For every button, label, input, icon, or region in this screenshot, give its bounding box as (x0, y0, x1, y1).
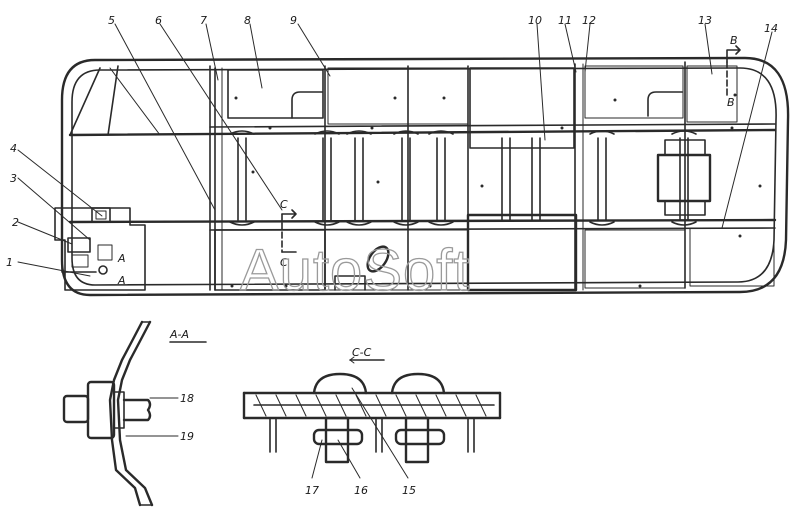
mark-a-upper: A (117, 252, 126, 265)
section-cc-view (242, 356, 502, 479)
aa-bolt-shank (62, 394, 90, 424)
panel-14 (689, 227, 775, 287)
tube-caps (229, 130, 697, 226)
cc-bolt-head-right (390, 372, 446, 395)
mark-b-lower: B (727, 96, 735, 109)
cc-title-arrow (349, 356, 355, 364)
callout-16: 16 (354, 484, 368, 497)
front-strut-left (69, 67, 101, 136)
aa-washer (113, 391, 125, 429)
tank-flange (664, 139, 706, 216)
cc-leader-16 (337, 439, 361, 479)
callout-18: 18 (180, 392, 194, 405)
mark-c-upper: C (280, 198, 288, 211)
callout-9: 9 (290, 14, 297, 27)
callout-10: 10 (528, 14, 542, 27)
callout-4: 4 (10, 142, 17, 155)
body-inner-outline (71, 67, 777, 286)
callout-14: 14 (764, 22, 778, 35)
watermark: AutoSoft (240, 238, 470, 303)
mark-b-upper: B (730, 34, 738, 47)
callout-6: 6 (155, 14, 162, 27)
callout-1: 1 (6, 256, 13, 269)
oval-opening (366, 245, 390, 273)
cc-bracket-mid (375, 417, 383, 453)
callout-13: 13 (698, 14, 712, 27)
callout-labels: 1 2 3 4 5 6 7 8 9 10 11 12 13 14 15 16 1… (6, 14, 778, 497)
section-aa-title: A-A (169, 328, 189, 341)
cross-tubes (237, 137, 689, 221)
cc-leader-17 (311, 439, 323, 479)
mark-c-lower: C (280, 256, 288, 269)
front-strut-3 (109, 67, 161, 136)
cc-nut-right (394, 428, 446, 446)
aa-bracket-profile-inner (108, 320, 144, 507)
panel-13 (686, 65, 738, 123)
callout-11: 11 (558, 14, 572, 27)
aa-bolt-head (122, 398, 152, 422)
callout-8: 8 (244, 14, 251, 27)
cc-leader-15 (351, 387, 409, 479)
callout-17: 17 (305, 484, 319, 497)
cc-nut-left (312, 428, 364, 446)
leader-lines (17, 23, 773, 277)
callout-19: 19 (180, 430, 194, 443)
callout-12: 12 (582, 14, 596, 27)
panel-9b (327, 67, 469, 125)
section-markers: A-A C-C A A C C B B (117, 34, 738, 359)
lower-hatch (466, 213, 578, 292)
section-b-arrow-top (726, 45, 741, 63)
front-strut-right (107, 65, 119, 136)
callout-7: 7 (200, 14, 207, 27)
section-aa-view (62, 320, 207, 507)
aa-bracket-profile (116, 320, 154, 507)
callout-2: 2 (12, 216, 19, 229)
cc-bracket-right (467, 417, 475, 453)
callout-3: 3 (10, 172, 17, 185)
cutout-2 (647, 91, 683, 117)
long-member-mid (68, 218, 777, 224)
cc-bolt-head-left (312, 372, 368, 395)
body-outline (60, 56, 790, 297)
tank-box (656, 153, 712, 203)
cc-bolt-shank-left (324, 416, 350, 464)
mark-a-lower: A (117, 274, 126, 287)
cc-bolt-shank-right (404, 416, 430, 464)
front-assembly (54, 207, 146, 291)
step-cutout (334, 275, 366, 291)
section-c-arrow-top (281, 209, 297, 219)
panel-9 (227, 69, 324, 119)
section-cc-title: C-C (352, 346, 372, 359)
rivets (230, 93, 762, 288)
panel-10 (469, 67, 575, 149)
long-member-top-2 (209, 123, 776, 128)
plan-view (17, 23, 790, 297)
cc-bracket-left (269, 417, 277, 453)
callout-15: 15 (402, 484, 416, 497)
callout-5: 5 (108, 14, 115, 27)
lower-panel-right (584, 229, 686, 289)
long-member-top (68, 128, 777, 137)
cutout-1 (291, 91, 323, 119)
panel-12 (584, 65, 684, 119)
